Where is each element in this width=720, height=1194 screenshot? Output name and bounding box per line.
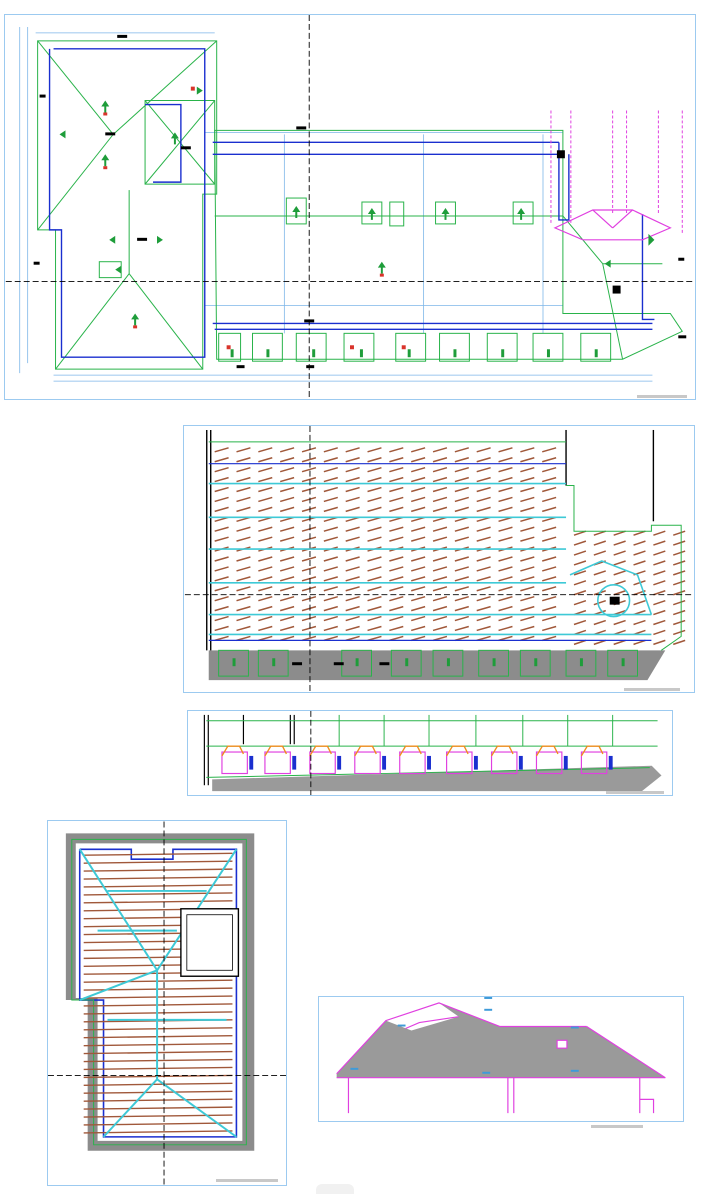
- scale-bar: [606, 791, 664, 794]
- scale-bar: [624, 688, 680, 691]
- sheet-roof-plan[interactable]: [4, 14, 696, 400]
- rafter-plan-drawing-icon: [184, 426, 694, 692]
- scale-bar: [216, 1179, 278, 1182]
- wing-plan-drawing-icon: [48, 821, 286, 1185]
- sheet-wing-rafter-plan[interactable]: [47, 820, 287, 1186]
- sheet-roof-elevation[interactable]: [318, 996, 684, 1128]
- section-drawing-icon: [203, 711, 662, 795]
- scale-bar: [591, 1125, 643, 1128]
- sheet-dormer-section[interactable]: [187, 710, 673, 796]
- roof-plan-drawing-icon: [5, 15, 695, 399]
- scale-bar: [637, 395, 687, 398]
- sheet-rafter-framing-plan[interactable]: [183, 425, 695, 693]
- elevation-drawing-icon: [336, 997, 666, 1114]
- page-tab[interactable]: [316, 1184, 354, 1194]
